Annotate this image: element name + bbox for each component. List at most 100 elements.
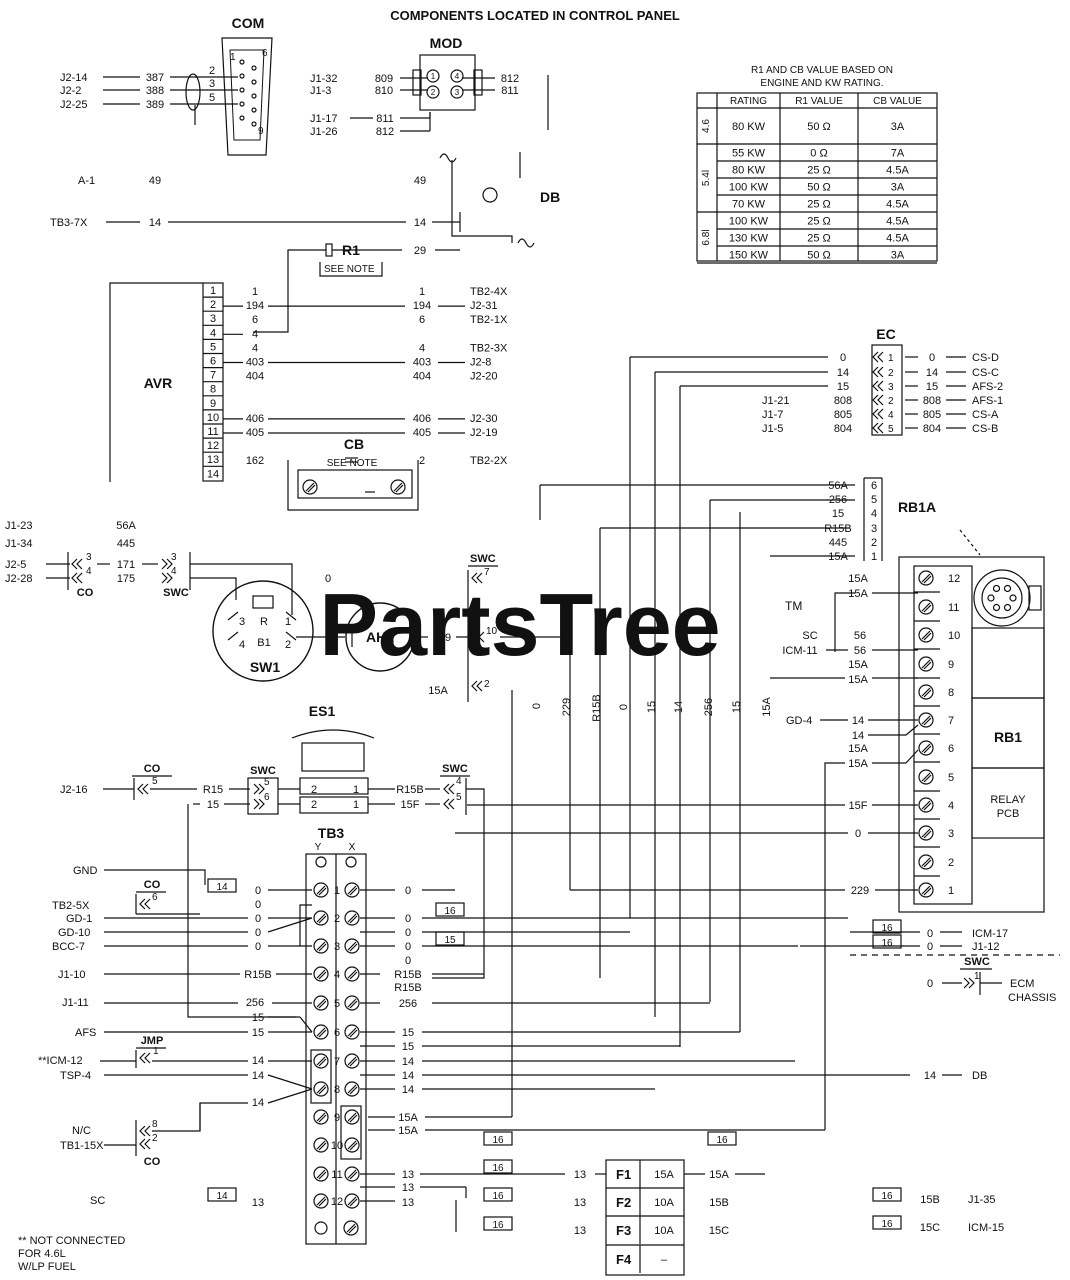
rb1-wire: 15A	[848, 674, 868, 686]
sw1-pin: 1	[285, 616, 291, 628]
sw1-pin: B1	[257, 637, 270, 649]
co3-chevron	[139, 1138, 146, 1150]
fuse-wire-in: 13	[574, 1169, 586, 1181]
table-note: R1 AND CB VALUE BASED ON	[751, 65, 893, 76]
table-header: RATING	[730, 96, 767, 107]
table-cell: 50 Ω	[807, 182, 831, 194]
ec-wire-left: 808	[834, 395, 852, 407]
com-pin-label: 6	[262, 48, 268, 59]
mod-pin-label: 1	[431, 72, 436, 81]
screw-slot	[923, 802, 932, 811]
ec-pin: 2	[888, 368, 894, 379]
co-chevron	[76, 558, 83, 570]
db-wire: 49	[149, 175, 161, 187]
ec-chevron	[872, 408, 879, 420]
com-twisted-pair	[185, 73, 201, 111]
avr-pin: 13	[207, 454, 219, 466]
ec-chevron	[877, 366, 884, 378]
screw-slot	[923, 887, 932, 896]
ec-chevron	[877, 380, 884, 392]
ec-chevron	[877, 394, 884, 406]
screw-slot	[316, 913, 326, 923]
avr-pin: 10	[207, 412, 219, 424]
mod-tab	[412, 69, 422, 96]
db-from: TB3-7X	[50, 217, 88, 229]
tb3-wire: 0	[255, 927, 261, 939]
screw-slot	[318, 971, 327, 980]
wire-229	[500, 636, 571, 890]
wire-marker-box	[435, 931, 465, 946]
table-cell: 80 KW	[732, 121, 766, 133]
db-wire: 49	[414, 175, 426, 187]
mod-pin	[426, 69, 440, 83]
left-from: J2-5	[5, 559, 26, 571]
rb1-label: RELAY	[990, 794, 1026, 806]
wire	[267, 1074, 313, 1090]
es1-pin: 2	[311, 784, 317, 796]
tb3-screw-y	[313, 1024, 329, 1040]
mod-from: J1-26	[310, 126, 338, 138]
screw-slot	[921, 687, 931, 697]
db-symbol	[517, 238, 535, 248]
rb1a-pin: 1	[871, 551, 877, 563]
avr-dest: J2-30	[470, 413, 498, 425]
co-chevron	[71, 572, 78, 584]
wire-R15B	[432, 788, 485, 979]
ec-wire-right: 14	[926, 367, 938, 379]
table-cell: 4.5A	[886, 199, 909, 211]
screw-slot	[348, 1225, 357, 1234]
ah1-wire: 15A	[428, 685, 448, 697]
fuse-wire-out: 15B	[709, 1197, 729, 1209]
mod-pin-label: 3	[455, 88, 460, 97]
tb3-wire-line	[199, 1102, 248, 1130]
avr-wire: 194	[246, 300, 264, 312]
swc-chevron	[258, 798, 265, 810]
jmp-pin: 1	[153, 1046, 159, 1057]
screw-slot	[921, 659, 931, 669]
screw-slot	[923, 830, 932, 839]
co3-chevron	[139, 1125, 146, 1137]
rb1-screw	[918, 627, 934, 643]
sw1-pin-mark	[227, 611, 239, 621]
sw1-pin-mark	[285, 631, 297, 641]
rating-table	[696, 92, 938, 262]
tb3-from: GND	[73, 865, 98, 877]
screw-slot	[923, 745, 932, 754]
right-swc: SWC	[964, 956, 990, 968]
ec-pin: 3	[888, 382, 894, 393]
left-wire: 175	[117, 573, 135, 585]
table-cell: 150 KW	[729, 250, 769, 262]
tb3-row-num: 6	[334, 1027, 340, 1039]
wire	[267, 917, 313, 933]
screw-slot	[347, 885, 357, 895]
tb3-row-num: 2	[334, 913, 340, 925]
jmp-chevron	[139, 1052, 146, 1064]
avr-wire-right: 404	[413, 371, 431, 383]
rb1-screw	[918, 570, 934, 586]
tb3-screw-x	[344, 1109, 360, 1125]
screw-slot	[318, 1029, 327, 1038]
com-pin	[239, 101, 245, 107]
tb3-screw-x	[344, 1193, 360, 1209]
swc-chevron	[166, 558, 173, 570]
avr-pin: 6	[210, 356, 216, 368]
mod-wire: 809	[375, 73, 393, 85]
com-pin	[251, 107, 257, 113]
rb1-term-num: 5	[948, 772, 954, 784]
mid-from: J2-16	[60, 784, 88, 796]
db-lamp	[482, 187, 498, 203]
table-cell: 3A	[891, 121, 905, 133]
tb3-screw-x	[344, 1166, 360, 1182]
tb3-row-num: 10	[331, 1140, 343, 1152]
co-chevron	[76, 572, 83, 584]
ec-from: J1-21	[762, 395, 790, 407]
avr-wire: 406	[246, 413, 264, 425]
fuse-rating: 10A	[654, 1197, 674, 1209]
right-dest: ICM-17	[972, 928, 1008, 940]
rb1-socket-tab	[1028, 585, 1042, 611]
screw-slot	[346, 1223, 356, 1233]
tb3-wire: 256	[246, 997, 264, 1009]
rb1a-pin: 6	[871, 480, 877, 492]
screw-slot	[923, 632, 932, 641]
sw1-wire	[190, 563, 293, 615]
